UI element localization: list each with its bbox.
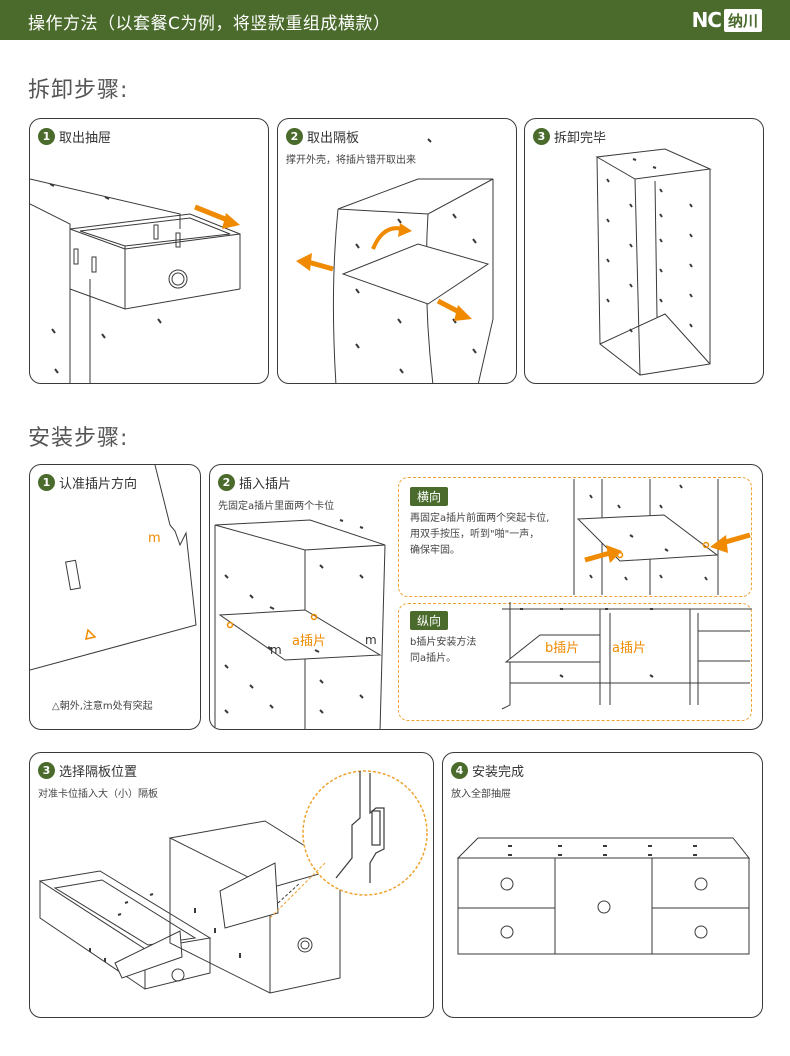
install-step-2-panel: 2 插入插片 先固定a插片里面两个卡位 a插片 m m 横向 再固定a插片前面两… (209, 464, 763, 730)
step-subtitle: 放入全部抽屉 (451, 789, 511, 800)
step-header: 1 取出抽屉 (38, 127, 111, 146)
vertical-detail-box (398, 603, 752, 721)
step-number: 1 (38, 474, 55, 491)
a-piece-label: a插片 (292, 634, 326, 649)
m-label-left: m (270, 643, 282, 657)
step-header: 3 选择隔板位置 (38, 761, 137, 780)
install-step-3-panel: 3 选择隔板位置 对准卡位插入大（小）隔板 (29, 752, 434, 1018)
page-title: 操作方法（以套餐C为例，将竖款重组成横款） (28, 14, 391, 34)
vertical-note-line-1: b插片安装方法 (410, 637, 477, 648)
insert-piece-orientation-illustration (30, 465, 197, 671)
install-step-1-panel: 1 认准插片方向 m △朝外,注意m处有突起 (29, 464, 201, 730)
vertical-note-line-2: 同a插片。 (410, 653, 457, 664)
step-number: 2 (286, 128, 303, 145)
step-subtitle: 对准卡位插入大（小）隔板 (38, 789, 158, 800)
finished-cabinet-illustration (456, 837, 751, 955)
step-title: 插入插片 (239, 477, 292, 492)
remove-shelf-illustration (296, 138, 494, 383)
step-title: 拆卸完毕 (554, 131, 607, 146)
step-title: 取出抽屉 (59, 131, 112, 146)
header-bar: 操作方法（以套餐C为例，将竖款重组成横款） NC 纳川 (0, 0, 790, 40)
horizontal-tag: 横向 (410, 487, 449, 506)
disassembly-step-2-panel: 2 取出隔板 撑开外壳，将插片错开取出来 (277, 118, 517, 384)
horizontal-note-line-3: 确保牢固。 (410, 545, 460, 556)
brand-logo: NC 纳川 (692, 7, 762, 33)
b-piece-label: b插片 (545, 641, 580, 656)
orientation-note: △朝外,注意m处有突起 (52, 701, 153, 712)
logo-mark: NC (691, 8, 722, 32)
step-header: 2 插入插片 (218, 473, 291, 492)
horizontal-note-line-2: 用双手按压，听到"啪"一声， (410, 529, 540, 540)
section-title-install: 安装步骤: (28, 426, 129, 451)
pull-drawer-illustration (30, 178, 241, 383)
step-header: 4 安装完成 (451, 761, 524, 780)
a-piece-label-vertical: a插片 (612, 641, 646, 656)
m-label: m (148, 531, 161, 546)
step-header: 3 拆卸完毕 (533, 127, 606, 146)
vertical-note: b插片安装方法 同a插片。 (410, 635, 476, 667)
horizontal-detail-box (398, 477, 752, 597)
horizontal-note-line-1: 再固定a插片前面两个突起卡位, (410, 513, 550, 524)
install-step-4-panel: 4 安装完成 放入全部抽屉 (442, 752, 763, 1018)
step-header: 1 认准插片方向 (38, 473, 137, 492)
section-title-disassembly: 拆卸步骤: (28, 78, 129, 103)
step-subtitle: 撑开外壳，将插片错开取出来 (286, 155, 416, 166)
step-number: 4 (451, 762, 468, 779)
step-title: 安装完成 (472, 765, 525, 780)
step-number: 3 (533, 128, 550, 145)
step-header: 2 取出隔板 (286, 127, 359, 146)
disassembly-step-3-panel: 3 拆卸完毕 (524, 118, 764, 384)
insert-piece-illustration (214, 519, 386, 729)
disassembled-frame-illustration (595, 148, 712, 376)
shelf-position-illustration (38, 770, 428, 994)
horizontal-note: 再固定a插片前面两个突起卡位, 用双手按压，听到"啪"一声， 确保牢固。 (410, 511, 549, 559)
step-title: 取出隔板 (307, 131, 360, 146)
vertical-tag: 纵向 (410, 611, 449, 630)
step-title: 选择隔板位置 (59, 765, 138, 780)
step-title: 认准插片方向 (59, 477, 138, 492)
m-label-right: m (365, 633, 377, 647)
disassembly-step-1-panel: 1 取出抽屉 (29, 118, 269, 384)
step-number: 2 (218, 474, 235, 491)
logo-text: 纳川 (723, 8, 762, 32)
step-subtitle: 先固定a插片里面两个卡位 (218, 501, 335, 512)
step-number: 3 (38, 762, 55, 779)
step-number: 1 (38, 128, 55, 145)
